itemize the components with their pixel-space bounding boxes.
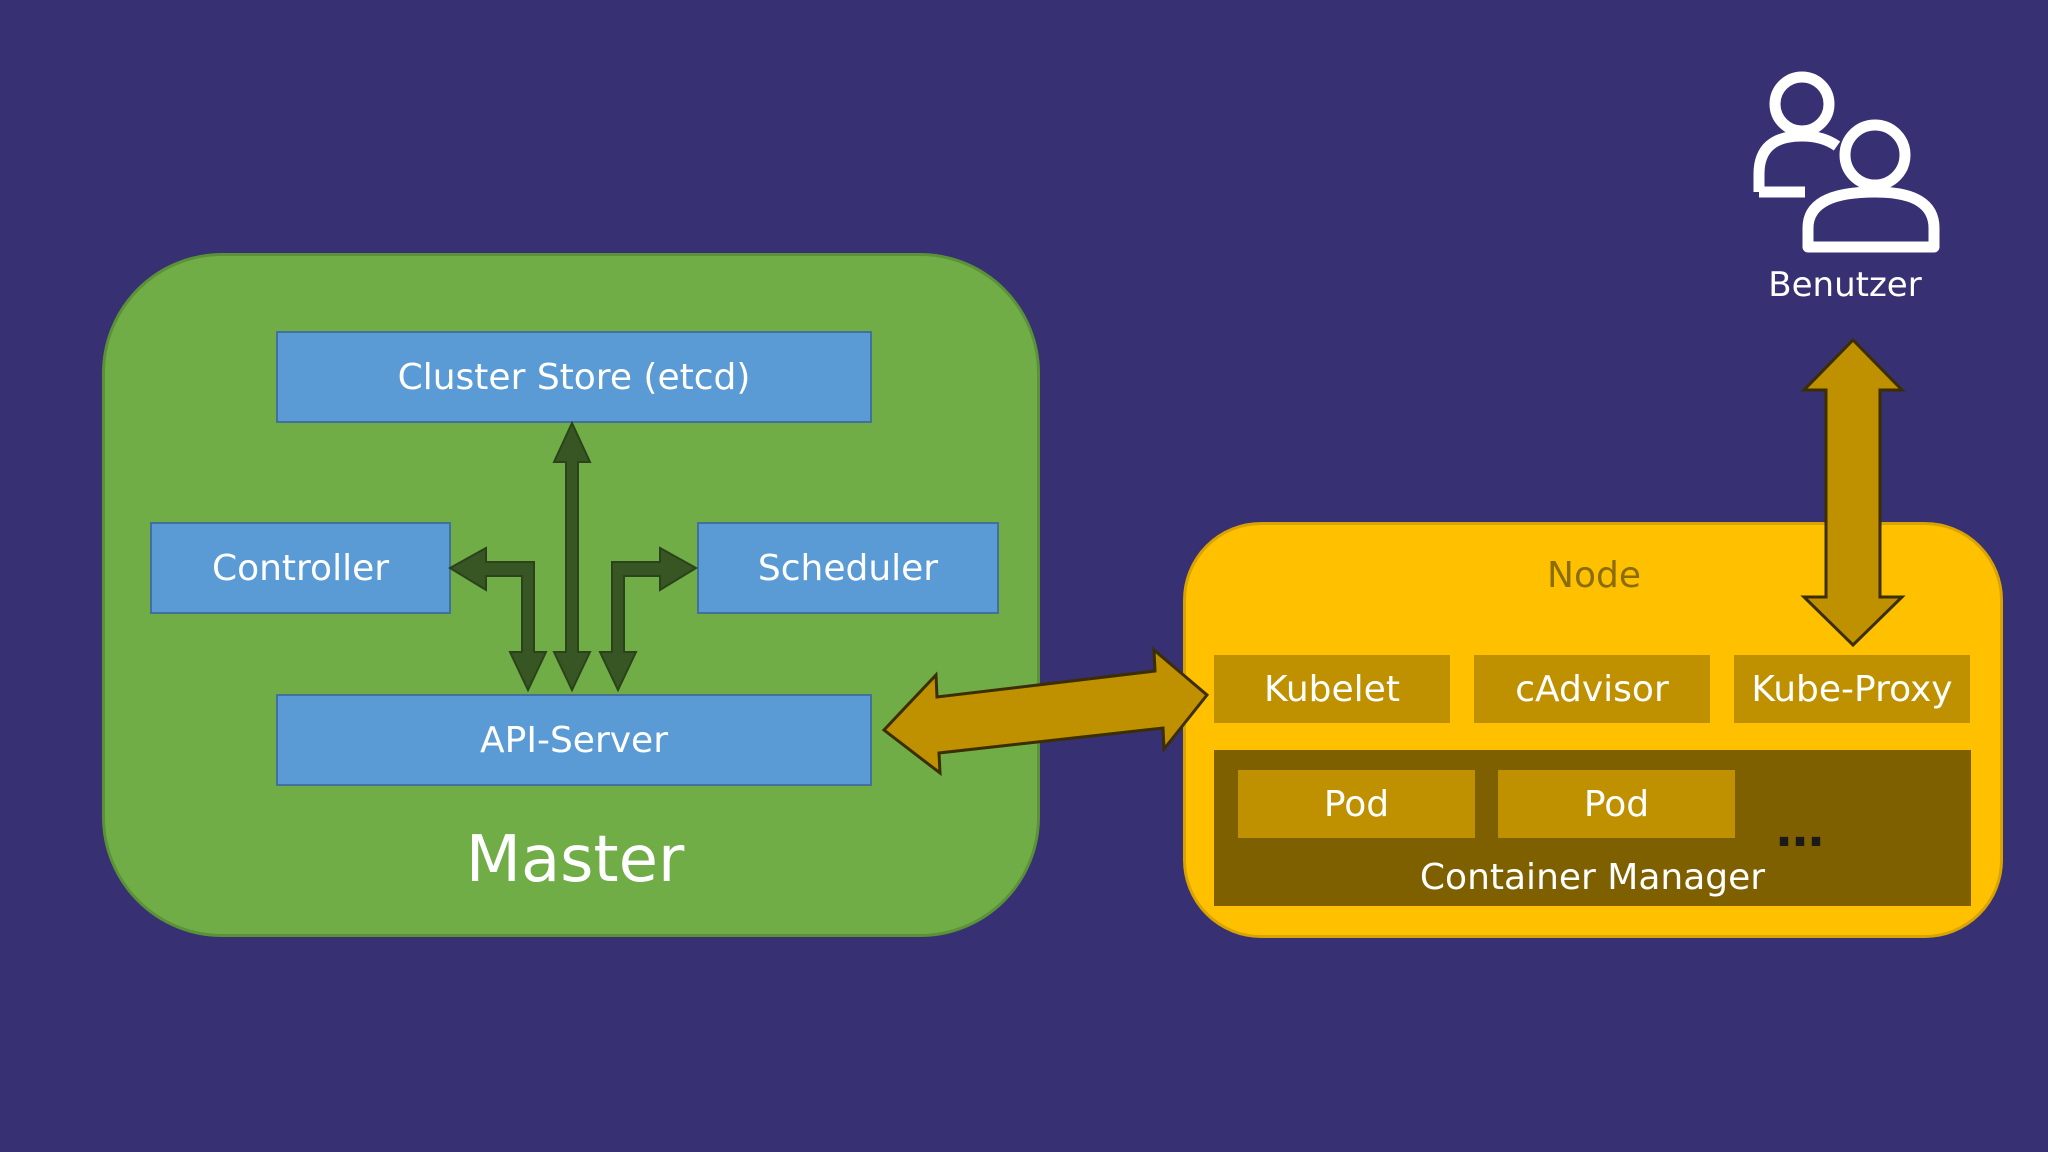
arrow-scheduler-api (598, 546, 698, 693)
controller-label: Controller (211, 547, 390, 589)
pod-label: Pod (1323, 783, 1390, 825)
arrow-api-kubelet (881, 646, 1210, 777)
pod-box: Pod (1238, 770, 1475, 838)
api-server-label: API-Server (480, 719, 668, 761)
pod-box: Pod (1498, 770, 1735, 838)
scheduler-label: Scheduler (757, 547, 939, 589)
cluster-store-label: Cluster Store (etcd) (397, 356, 751, 398)
kube-proxy-box: Kube-Proxy (1734, 655, 1970, 723)
user-label: Benutzer (1768, 265, 1922, 305)
kube-proxy-label: Kube-Proxy (1751, 668, 1953, 710)
scheduler-box: Scheduler (697, 522, 999, 614)
cluster-store-box: Cluster Store (etcd) (276, 331, 872, 423)
arrow-controller-api (448, 546, 548, 693)
arrow-cluster-store-api (552, 420, 592, 693)
node-title: Node (1547, 554, 1641, 596)
controller-box: Controller (150, 522, 451, 614)
master-title: Master (465, 823, 685, 897)
container-manager-label: Container Manager (1419, 856, 1766, 898)
api-server-box: API-Server (276, 694, 872, 786)
pod-label: Pod (1583, 783, 1650, 825)
kubelet-box: Kubelet (1214, 655, 1450, 723)
arrow-kube-proxy-user (1800, 337, 1906, 648)
cadvisor-box: cAdvisor (1474, 655, 1710, 723)
ellipsis: … (1776, 802, 1824, 858)
users-icon (1753, 71, 1940, 253)
cadvisor-label: cAdvisor (1515, 668, 1669, 710)
kubelet-label: Kubelet (1264, 668, 1400, 710)
